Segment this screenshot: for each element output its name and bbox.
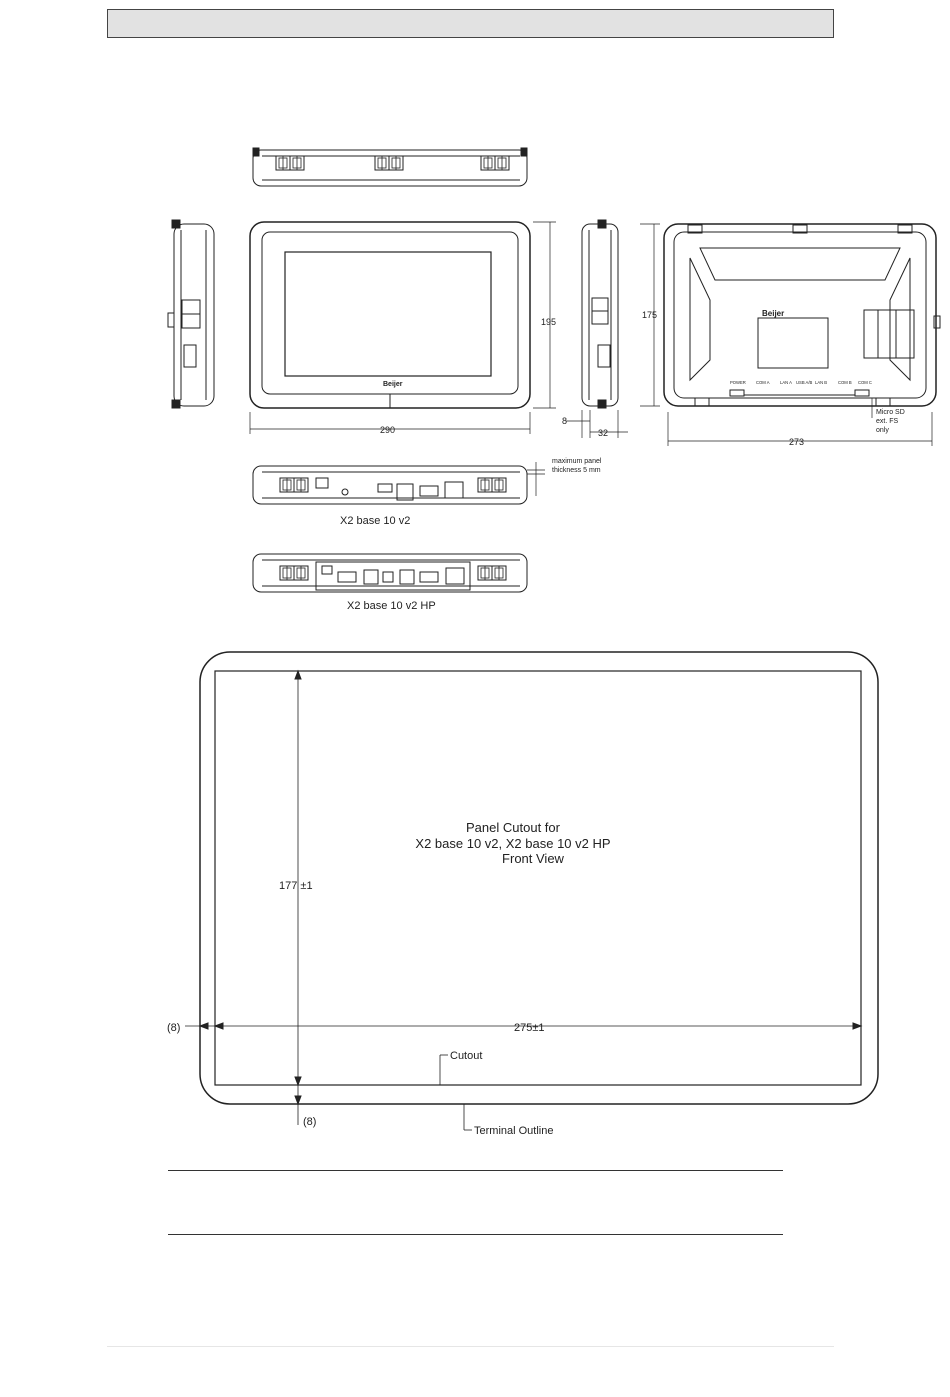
back-brand-label: Beijer — [762, 309, 784, 318]
cutout-title: X2 base 10 v2, X2 base 10 v2 HP — [415, 836, 610, 851]
port-labels: POWER COM A LAN A USB A/B LAN B COM B CO… — [730, 380, 872, 385]
cutout-height-label: 177 ±1 — [279, 880, 313, 892]
footer-divider — [107, 1346, 834, 1347]
left-side-view — [168, 220, 214, 408]
port-label: USB A/B — [796, 380, 812, 385]
variant-label-base: X2 base 10 v2 — [340, 515, 410, 527]
cutout-width-label: 275±1 — [514, 1022, 545, 1034]
port-label: COM C — [858, 380, 872, 385]
clip-icon — [492, 478, 506, 492]
right-side-view — [566, 220, 628, 438]
variant-label-hp: X2 base 10 v2 HP — [347, 600, 436, 612]
clip-icon — [495, 156, 509, 170]
back-height-label: 175 — [642, 310, 657, 320]
clip-icon — [290, 156, 304, 170]
clip-icon — [478, 478, 492, 492]
left-margin-label: (8) — [167, 1022, 180, 1034]
back-width-label: 273 — [789, 437, 804, 447]
panel-thickness-note: maximum panel — [552, 458, 602, 465]
clip-icon — [481, 156, 495, 170]
micro-sd-note: only — [876, 427, 889, 434]
front-height-label: 195 — [541, 317, 556, 327]
front-width-label: 290 — [380, 425, 395, 435]
bezel-depth-label: 8 — [562, 416, 567, 426]
port-label: POWER — [730, 380, 746, 385]
port-label: LAN B — [815, 380, 827, 385]
clip-icon — [389, 156, 403, 170]
clip-icon — [276, 156, 290, 170]
divider — [168, 1170, 783, 1171]
bottom-margin-label: (8) — [303, 1116, 316, 1128]
clip-icon — [492, 566, 506, 580]
bottom-view-hp — [253, 554, 527, 592]
cutout-title: Panel Cutout for — [466, 820, 561, 835]
clip-icon — [294, 566, 308, 580]
bottom-view-base — [253, 462, 545, 504]
divider — [168, 1234, 783, 1235]
clip-icon — [478, 566, 492, 580]
port-label: LAN A — [780, 380, 792, 385]
cutout-title: Front View — [502, 851, 565, 866]
front-brand-label: Beijer — [383, 381, 403, 388]
terminal-outline — [200, 652, 878, 1104]
clip-icon — [294, 478, 308, 492]
panel-thickness-note: thickness 5 mm — [552, 467, 601, 474]
port-label: COM B — [838, 380, 852, 385]
clip-icon — [375, 156, 389, 170]
front-view — [250, 222, 556, 434]
clip-icon — [280, 566, 294, 580]
top-view — [253, 148, 527, 186]
side-depth-label: 32 — [598, 428, 608, 438]
micro-sd-note: ext. FS — [876, 418, 899, 425]
cutout-label: Cutout — [450, 1050, 482, 1062]
port-label: COM A — [756, 380, 770, 385]
micro-sd-note: Micro SD — [876, 409, 905, 416]
clip-icon — [280, 478, 294, 492]
terminal-outline-label: Terminal Outline — [474, 1125, 553, 1137]
